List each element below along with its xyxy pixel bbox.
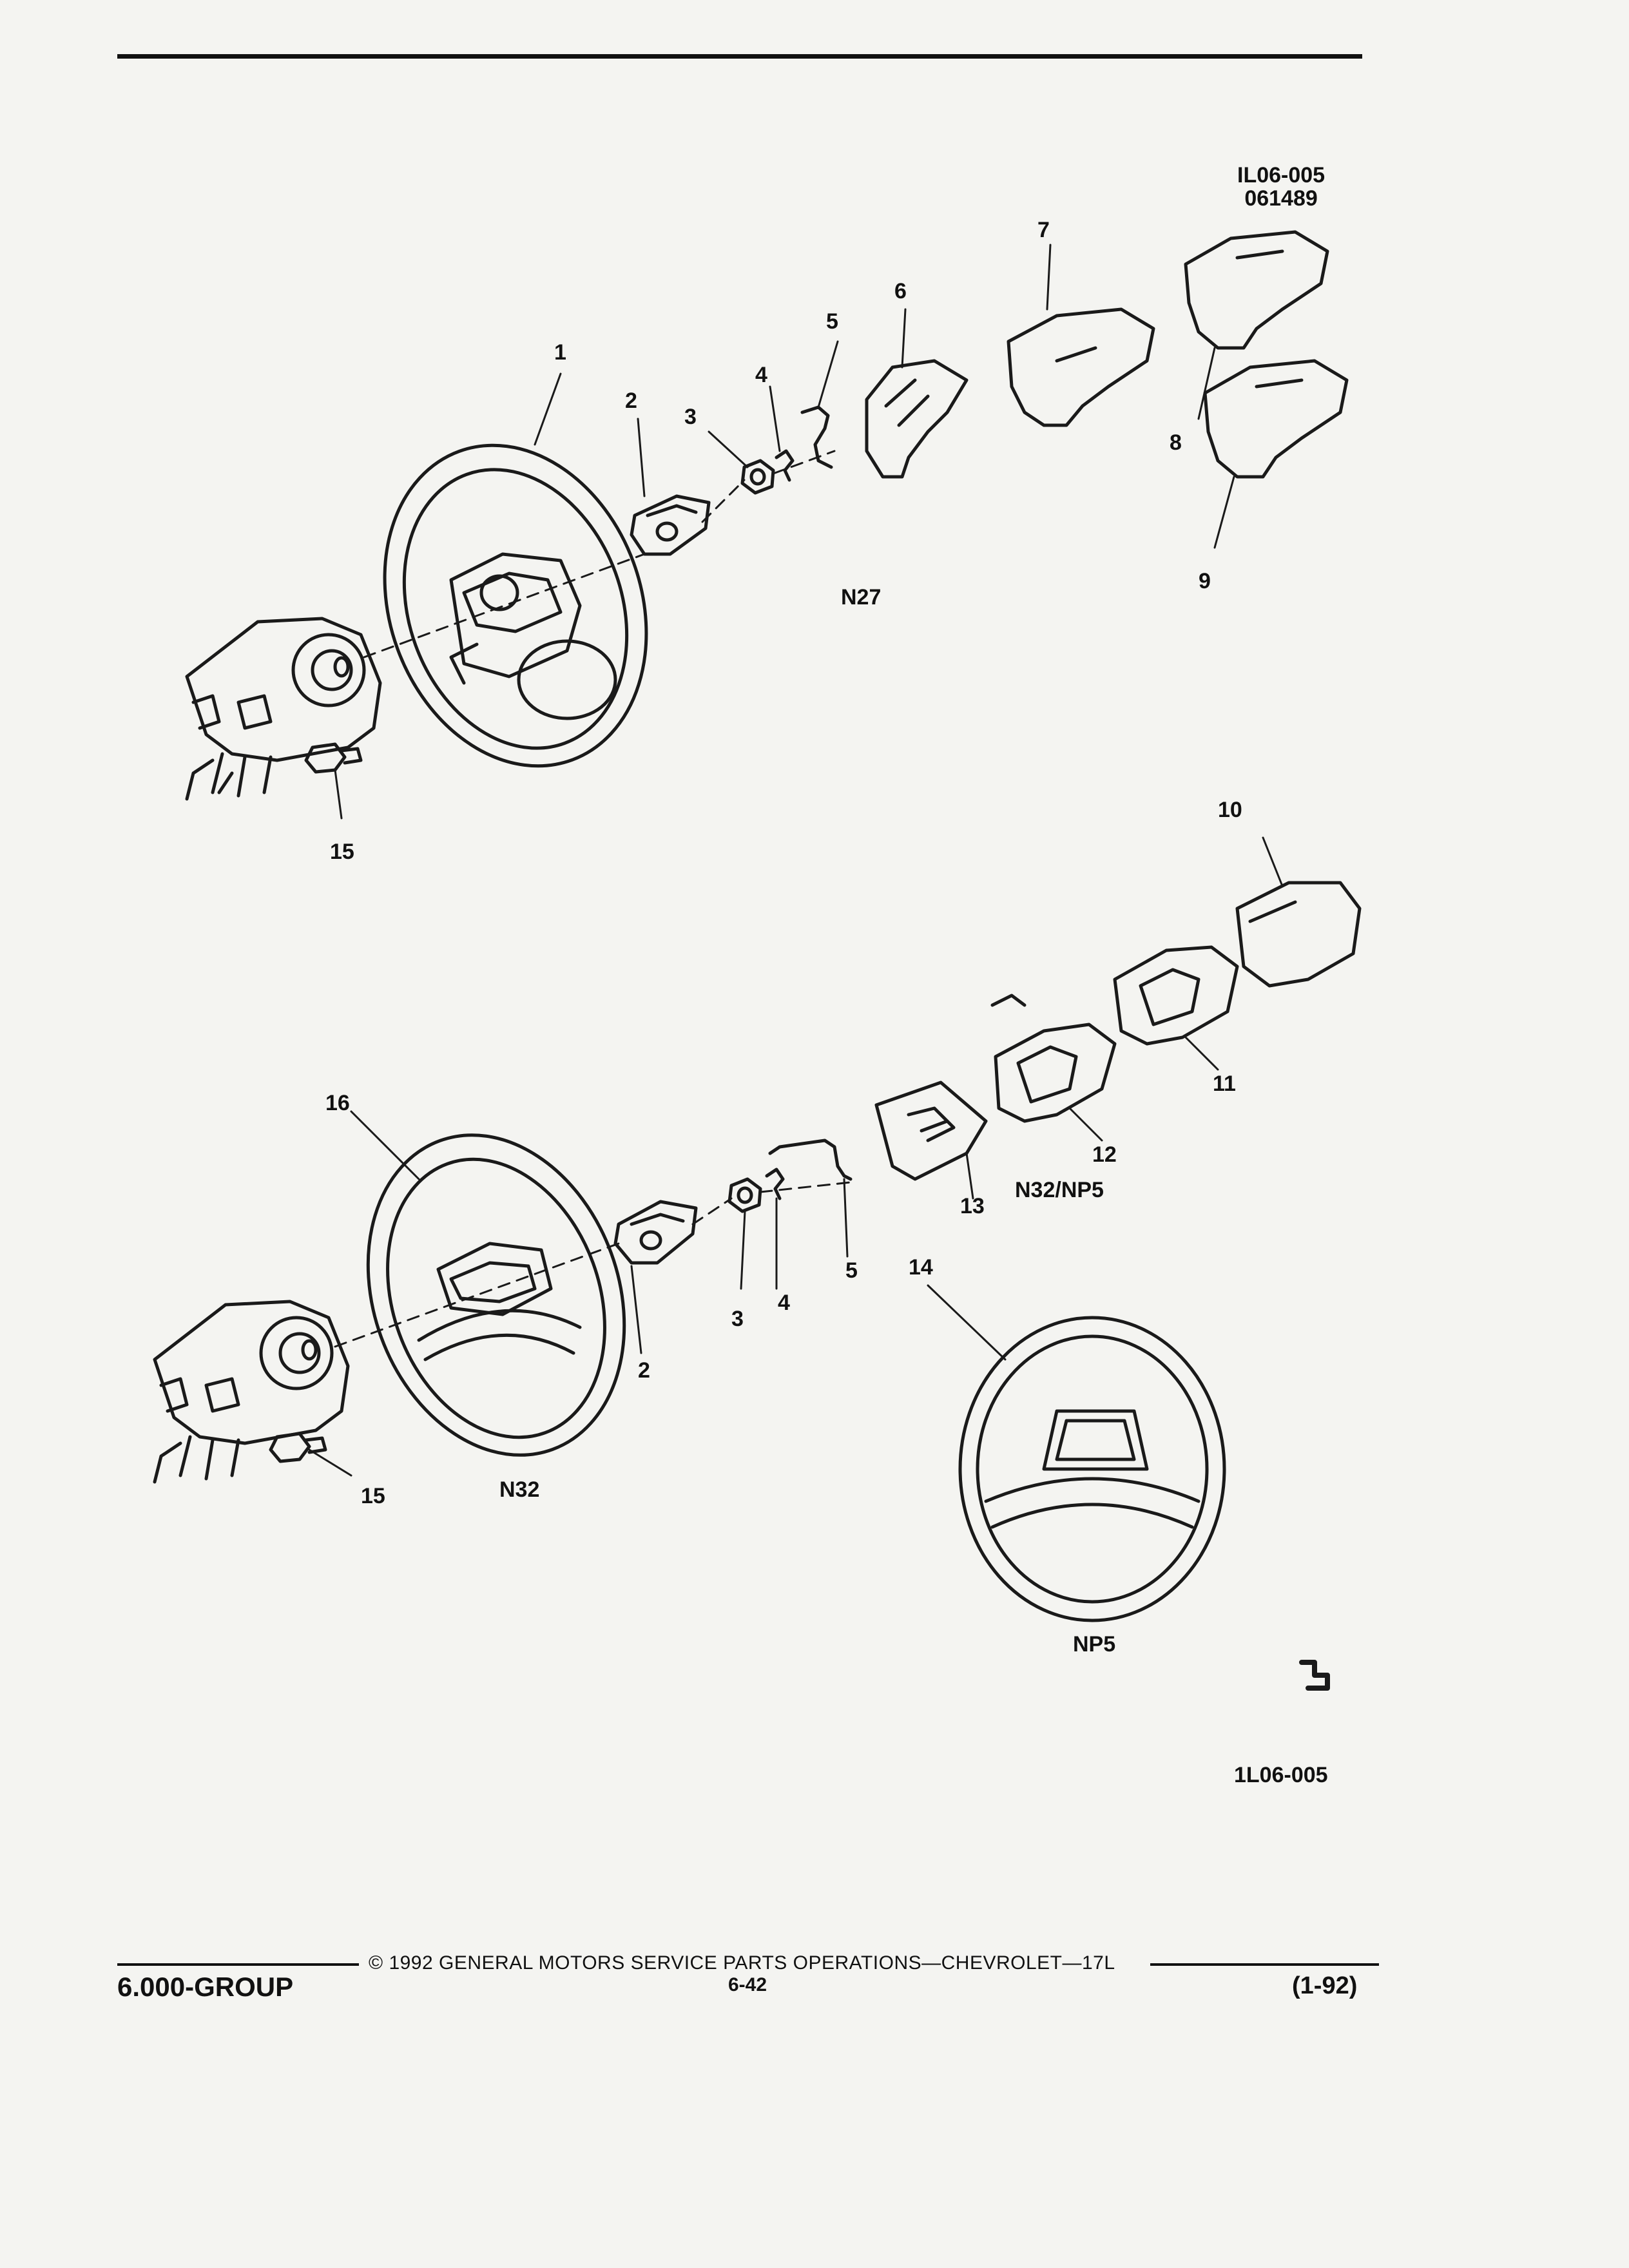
footer-group: 6.000-GROUP (117, 1972, 294, 2002)
callout-4-bottom: 4 (778, 1291, 790, 1315)
horn-pad-11 (1113, 945, 1239, 1046)
callout-9: 9 (1199, 569, 1211, 593)
axis-line-bottom (334, 1181, 852, 1348)
footer-rule-right (1150, 1963, 1379, 1966)
bolt-15-top (304, 742, 363, 774)
figure-code: 1L06-005 (1234, 1763, 1328, 1787)
leader-lines-top (334, 244, 1235, 820)
callout-2-bottom: 2 (638, 1358, 650, 1383)
callout-4: 4 (755, 363, 767, 387)
bolt-15-bottom (269, 1432, 327, 1463)
reference-code-line2: 061489 (1244, 186, 1318, 211)
footer-revision: (1-92) (1292, 1972, 1358, 1999)
callout-12: 12 (1092, 1142, 1117, 1167)
horn-plate-6 (865, 359, 969, 479)
steering-wheel-14-np5 (958, 1316, 1226, 1622)
header-rule (117, 54, 1362, 59)
publisher-mark-icon (1299, 1660, 1330, 1691)
option-code-np5: NP5 (1073, 1632, 1116, 1657)
nut-3-top (740, 459, 775, 495)
horn-cap-8 (1184, 230, 1329, 350)
option-code-n32: N32 (499, 1477, 540, 1502)
reference-code: IL06-005 061489 (1237, 164, 1325, 210)
footer-rule-left (117, 1963, 359, 1966)
leader-lines-bottom (308, 836, 1284, 1477)
callout-16: 16 (325, 1091, 350, 1115)
callout-5-bottom: 5 (845, 1258, 858, 1283)
horn-contact-5-bottom (768, 1139, 853, 1181)
footer-copyright: © 1992 GENERAL MOTORS SERVICE PARTS OPER… (369, 1952, 1115, 1974)
callout-11: 11 (1213, 1072, 1236, 1096)
steering-wheel-1 (383, 443, 648, 768)
callout-5: 5 (826, 309, 838, 334)
callout-3: 3 (684, 405, 697, 429)
footer-page-number: 6-42 (728, 1974, 767, 1995)
clip-4-bottom (765, 1168, 785, 1200)
callout-6: 6 (894, 279, 907, 303)
horn-cap-10 (1235, 881, 1362, 988)
callout-8: 8 (1170, 430, 1182, 455)
steering-wheel-16 (366, 1133, 626, 1457)
horn-pad-retainer-12 (990, 994, 1117, 1123)
callout-7: 7 (1037, 218, 1050, 242)
steering-column-top (185, 617, 382, 801)
clip-4-top (775, 449, 795, 482)
callout-2: 2 (625, 389, 637, 413)
callout-3-bottom: 3 (731, 1307, 744, 1331)
horn-cap-9 (1203, 359, 1349, 479)
option-code-n27: N27 (841, 585, 882, 610)
reference-code-line1: IL06-005 (1237, 163, 1325, 187)
horn-plate-13 (874, 1081, 988, 1181)
hub-2-bottom (613, 1200, 698, 1265)
steering-column-bottom (153, 1300, 350, 1484)
callout-15-bottom: 15 (361, 1484, 385, 1508)
hub-2-top (630, 494, 711, 556)
callout-1: 1 (554, 340, 566, 365)
callout-13: 13 (960, 1194, 985, 1218)
option-code-n32-np5: N32/NP5 (1015, 1178, 1104, 1202)
axis-line-top (363, 450, 836, 658)
nut-3-bottom (728, 1177, 762, 1213)
horn-cap-7 (1007, 307, 1155, 427)
callout-14: 14 (909, 1255, 933, 1280)
callout-10: 10 (1218, 798, 1242, 822)
callout-15-top: 15 (330, 840, 354, 864)
